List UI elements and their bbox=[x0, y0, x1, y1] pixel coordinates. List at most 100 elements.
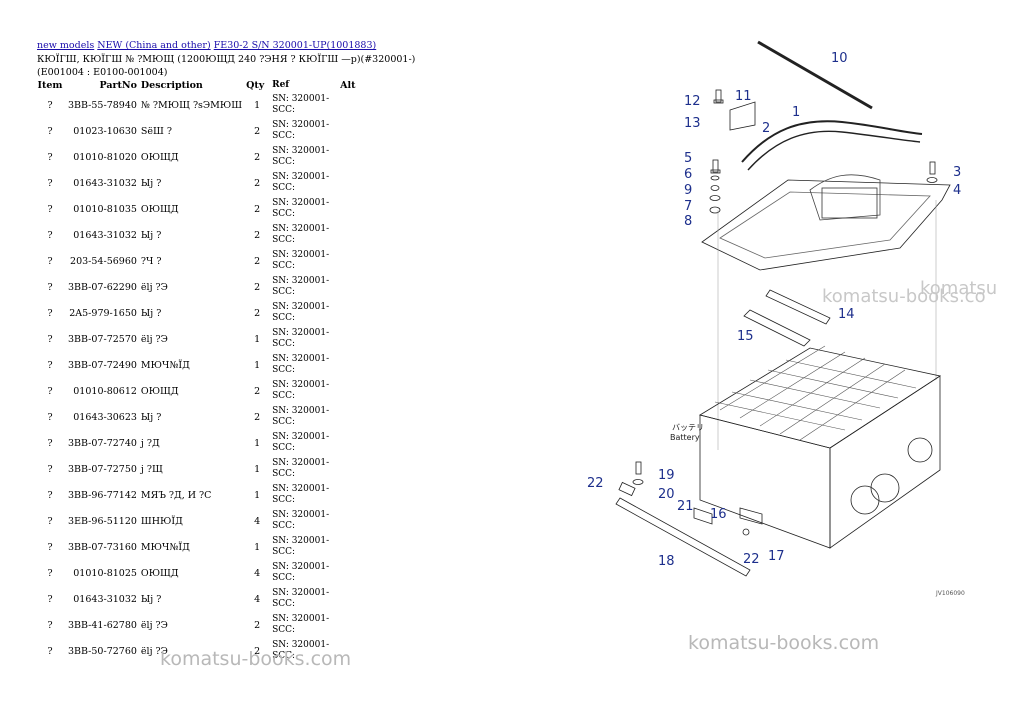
callout-21[interactable]: 21 bbox=[677, 499, 694, 514]
row-ref: SN: 320001-SCC: bbox=[272, 458, 330, 479]
row-alt bbox=[338, 378, 366, 404]
callout-6[interactable]: 6 bbox=[684, 167, 692, 182]
callout-7[interactable]: 7 bbox=[684, 199, 692, 214]
callout-10[interactable]: 10 bbox=[831, 51, 848, 66]
row-qty: 1 bbox=[254, 437, 261, 449]
row-partno: 3EB-96-51120 bbox=[68, 515, 137, 527]
row-ref: SN: 320001-SCC: bbox=[272, 380, 330, 401]
callout-19[interactable]: 19 bbox=[658, 468, 675, 483]
row-qty: 2 bbox=[254, 151, 261, 163]
callout-15[interactable]: 15 bbox=[737, 329, 754, 344]
row-item: ? bbox=[47, 437, 53, 449]
callout-22-right[interactable]: 22 bbox=[743, 552, 760, 567]
header-item: Item bbox=[37, 79, 63, 91]
callout-9[interactable]: 9 bbox=[684, 183, 692, 198]
row-partno: 01643-31032 bbox=[73, 229, 137, 241]
row-description: ОЮЩД bbox=[140, 567, 179, 579]
row-description: Ыj ? bbox=[140, 411, 162, 423]
strip-part-10 bbox=[757, 40, 873, 110]
callout-1[interactable]: 1 bbox=[792, 105, 800, 120]
row-item: ? bbox=[47, 645, 53, 657]
row-qty: 2 bbox=[254, 255, 261, 267]
callout-3[interactable]: 3 bbox=[953, 165, 961, 180]
row-item: ? bbox=[47, 333, 53, 345]
callout-11[interactable]: 11 bbox=[735, 89, 752, 104]
callout-16[interactable]: 16 bbox=[710, 507, 727, 522]
row-partno: 203-54-56960 bbox=[70, 255, 137, 267]
row-alt bbox=[338, 482, 366, 508]
header-ref: Ref bbox=[272, 79, 290, 90]
parts-diagram: バッテリ Battery JV106090 1 2 3 4 5 6 7 8 9 … bbox=[587, 40, 965, 597]
row-alt bbox=[338, 534, 366, 560]
row-qty: 4 bbox=[254, 567, 261, 579]
breadcrumb-link-model[interactable]: FE30-2 S/N 320001-UP(1001883) bbox=[213, 40, 377, 51]
parts-table: Item PartNo Description Qty Ref Alt ?3BB… bbox=[34, 78, 366, 664]
row-qty: 2 bbox=[254, 645, 261, 657]
row-partno: 3BB-41-62780 bbox=[68, 619, 137, 631]
callout-5[interactable]: 5 bbox=[684, 151, 692, 166]
row-alt bbox=[338, 560, 366, 586]
row-qty: 2 bbox=[254, 385, 261, 397]
row-qty: 2 bbox=[254, 619, 261, 631]
callout-8[interactable]: 8 bbox=[684, 214, 692, 229]
row-item: ? bbox=[47, 177, 53, 189]
row-alt bbox=[338, 196, 366, 222]
cover-tray bbox=[701, 179, 951, 271]
row-partno: 3BB-50-72760 bbox=[68, 645, 137, 657]
callout-22-left[interactable]: 22 bbox=[587, 476, 604, 491]
row-description: SёШ ? bbox=[140, 125, 173, 137]
header-description: Description bbox=[140, 79, 203, 91]
callout-14[interactable]: 14 bbox=[838, 307, 855, 322]
callout-12[interactable]: 12 bbox=[684, 94, 701, 109]
row-item: ? bbox=[47, 125, 53, 137]
row-ref: SN: 320001-SCC: bbox=[272, 250, 330, 271]
row-alt bbox=[338, 300, 366, 326]
row-partno: 01010-80612 bbox=[73, 385, 137, 397]
callout-20[interactable]: 20 bbox=[658, 487, 675, 502]
breadcrumb-link-new-models[interactable]: new models bbox=[37, 40, 95, 51]
row-description: Ыj ? bbox=[140, 307, 162, 319]
row-description: Ыj ? bbox=[140, 229, 162, 241]
bar-part-14 bbox=[765, 289, 831, 325]
callout-18[interactable]: 18 bbox=[658, 554, 675, 569]
row-ref: SN: 320001-SCC: bbox=[272, 328, 330, 349]
battery-side bbox=[829, 375, 941, 549]
callout-17[interactable]: 17 bbox=[768, 549, 785, 564]
breadcrumb-link-new-china[interactable]: NEW (China and other) bbox=[97, 40, 211, 51]
row-description: ?Ч ? bbox=[140, 255, 162, 267]
row-item: ? bbox=[47, 255, 53, 267]
row-qty: 4 bbox=[254, 593, 261, 605]
callout-4[interactable]: 4 bbox=[953, 183, 961, 198]
callout-13[interactable]: 13 bbox=[684, 116, 701, 131]
row-ref: SN: 320001-SCC: bbox=[272, 562, 330, 583]
row-item: ? bbox=[47, 281, 53, 293]
row-description: МЮЧ№ЇД bbox=[140, 541, 190, 553]
watermark-diagram-overlap: komatsu bbox=[920, 278, 998, 299]
row-ref: SN: 320001-SCC: bbox=[272, 614, 330, 635]
row-alt bbox=[338, 430, 366, 456]
table-row[interactable]: ? 203-54-56960?Ч ? 2 SN: 320001-SCC: bbox=[34, 248, 366, 274]
battery-top bbox=[698, 347, 942, 449]
callout-2[interactable]: 2 bbox=[762, 121, 770, 136]
